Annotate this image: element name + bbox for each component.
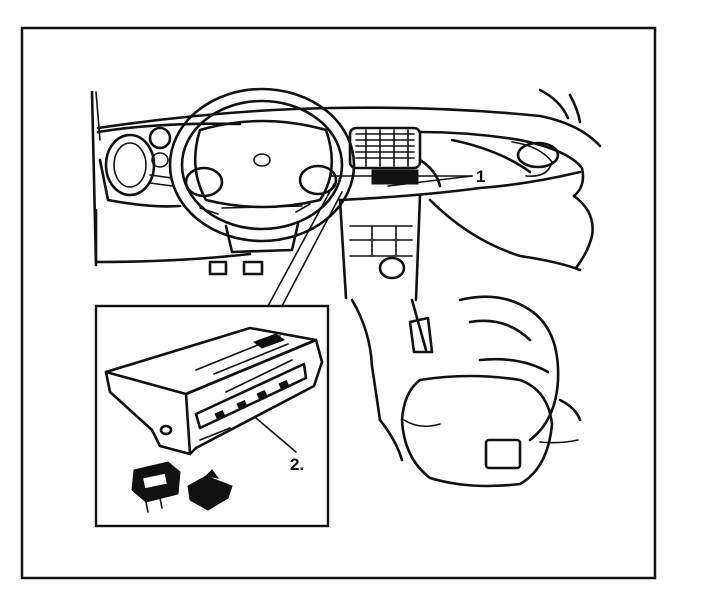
callout-2: 2. (255, 417, 304, 474)
climate-control-unit-icon (104, 326, 324, 456)
connector-icon (131, 461, 181, 513)
callout-1: 1 (329, 167, 485, 187)
leader-line (267, 183, 343, 307)
callout-label-1: 1 (476, 167, 485, 186)
steering-wheel-icon (168, 87, 356, 254)
center-console-lower (350, 295, 582, 488)
callout-label-2: 2. (290, 455, 304, 474)
connector-plug-icon (187, 469, 233, 511)
